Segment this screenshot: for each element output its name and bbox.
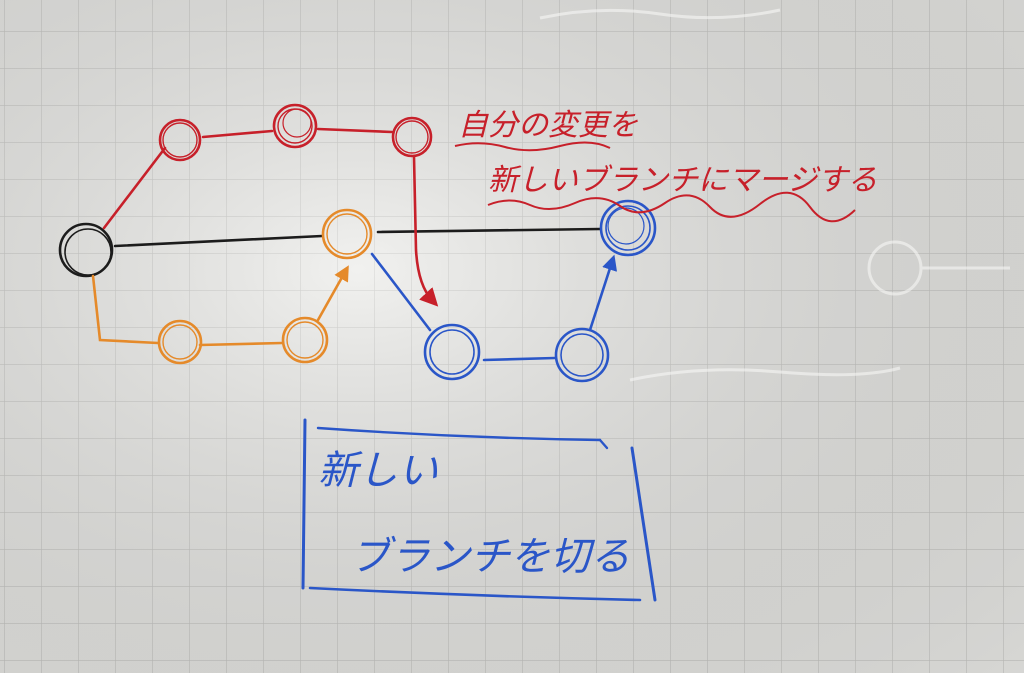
red-annotation-line1: 自分の変更を bbox=[458, 108, 638, 143]
red-edge-2 bbox=[316, 127, 394, 134]
blue-annotation-line1: 新しい bbox=[318, 448, 438, 494]
red-branch bbox=[102, 103, 439, 307]
orange-edge-0 bbox=[91, 274, 160, 345]
red-edge-0 bbox=[102, 146, 167, 230]
orange-edge-1 bbox=[198, 341, 284, 347]
embossed-marks bbox=[539, 8, 1010, 382]
red-commit-2 bbox=[272, 103, 318, 149]
red-edge-1 bbox=[201, 129, 274, 139]
orange-commit-1 bbox=[157, 319, 203, 365]
blue-annotation: 新しい ブランチを切る bbox=[301, 418, 657, 602]
main-edge-1 bbox=[113, 234, 324, 248]
blue-edge-1 bbox=[482, 356, 557, 362]
orange-commit-2 bbox=[281, 316, 329, 364]
red-merge-arrow bbox=[412, 155, 439, 307]
main-commit-base bbox=[58, 222, 114, 278]
blue-edge-0 bbox=[370, 252, 432, 332]
blue-branch bbox=[370, 199, 657, 383]
orange-merge-commit bbox=[321, 208, 373, 260]
blue-merge-commit bbox=[599, 199, 657, 257]
blue-commit-1 bbox=[423, 323, 481, 381]
blue-commit-2 bbox=[554, 327, 610, 383]
blue-annotation-line2: ブランチを切る bbox=[350, 534, 630, 580]
red-annotation: 自分の変更を 新しいブランチにマージする bbox=[454, 108, 877, 223]
blue-merge-arrow bbox=[588, 254, 618, 332]
red-commit-3 bbox=[391, 116, 433, 158]
orange-merge-arrow bbox=[316, 265, 349, 322]
red-annotation-line2: 新しいブランチにマージする bbox=[488, 163, 877, 198]
red-commit-1 bbox=[158, 118, 202, 162]
orange-branch bbox=[91, 208, 373, 365]
